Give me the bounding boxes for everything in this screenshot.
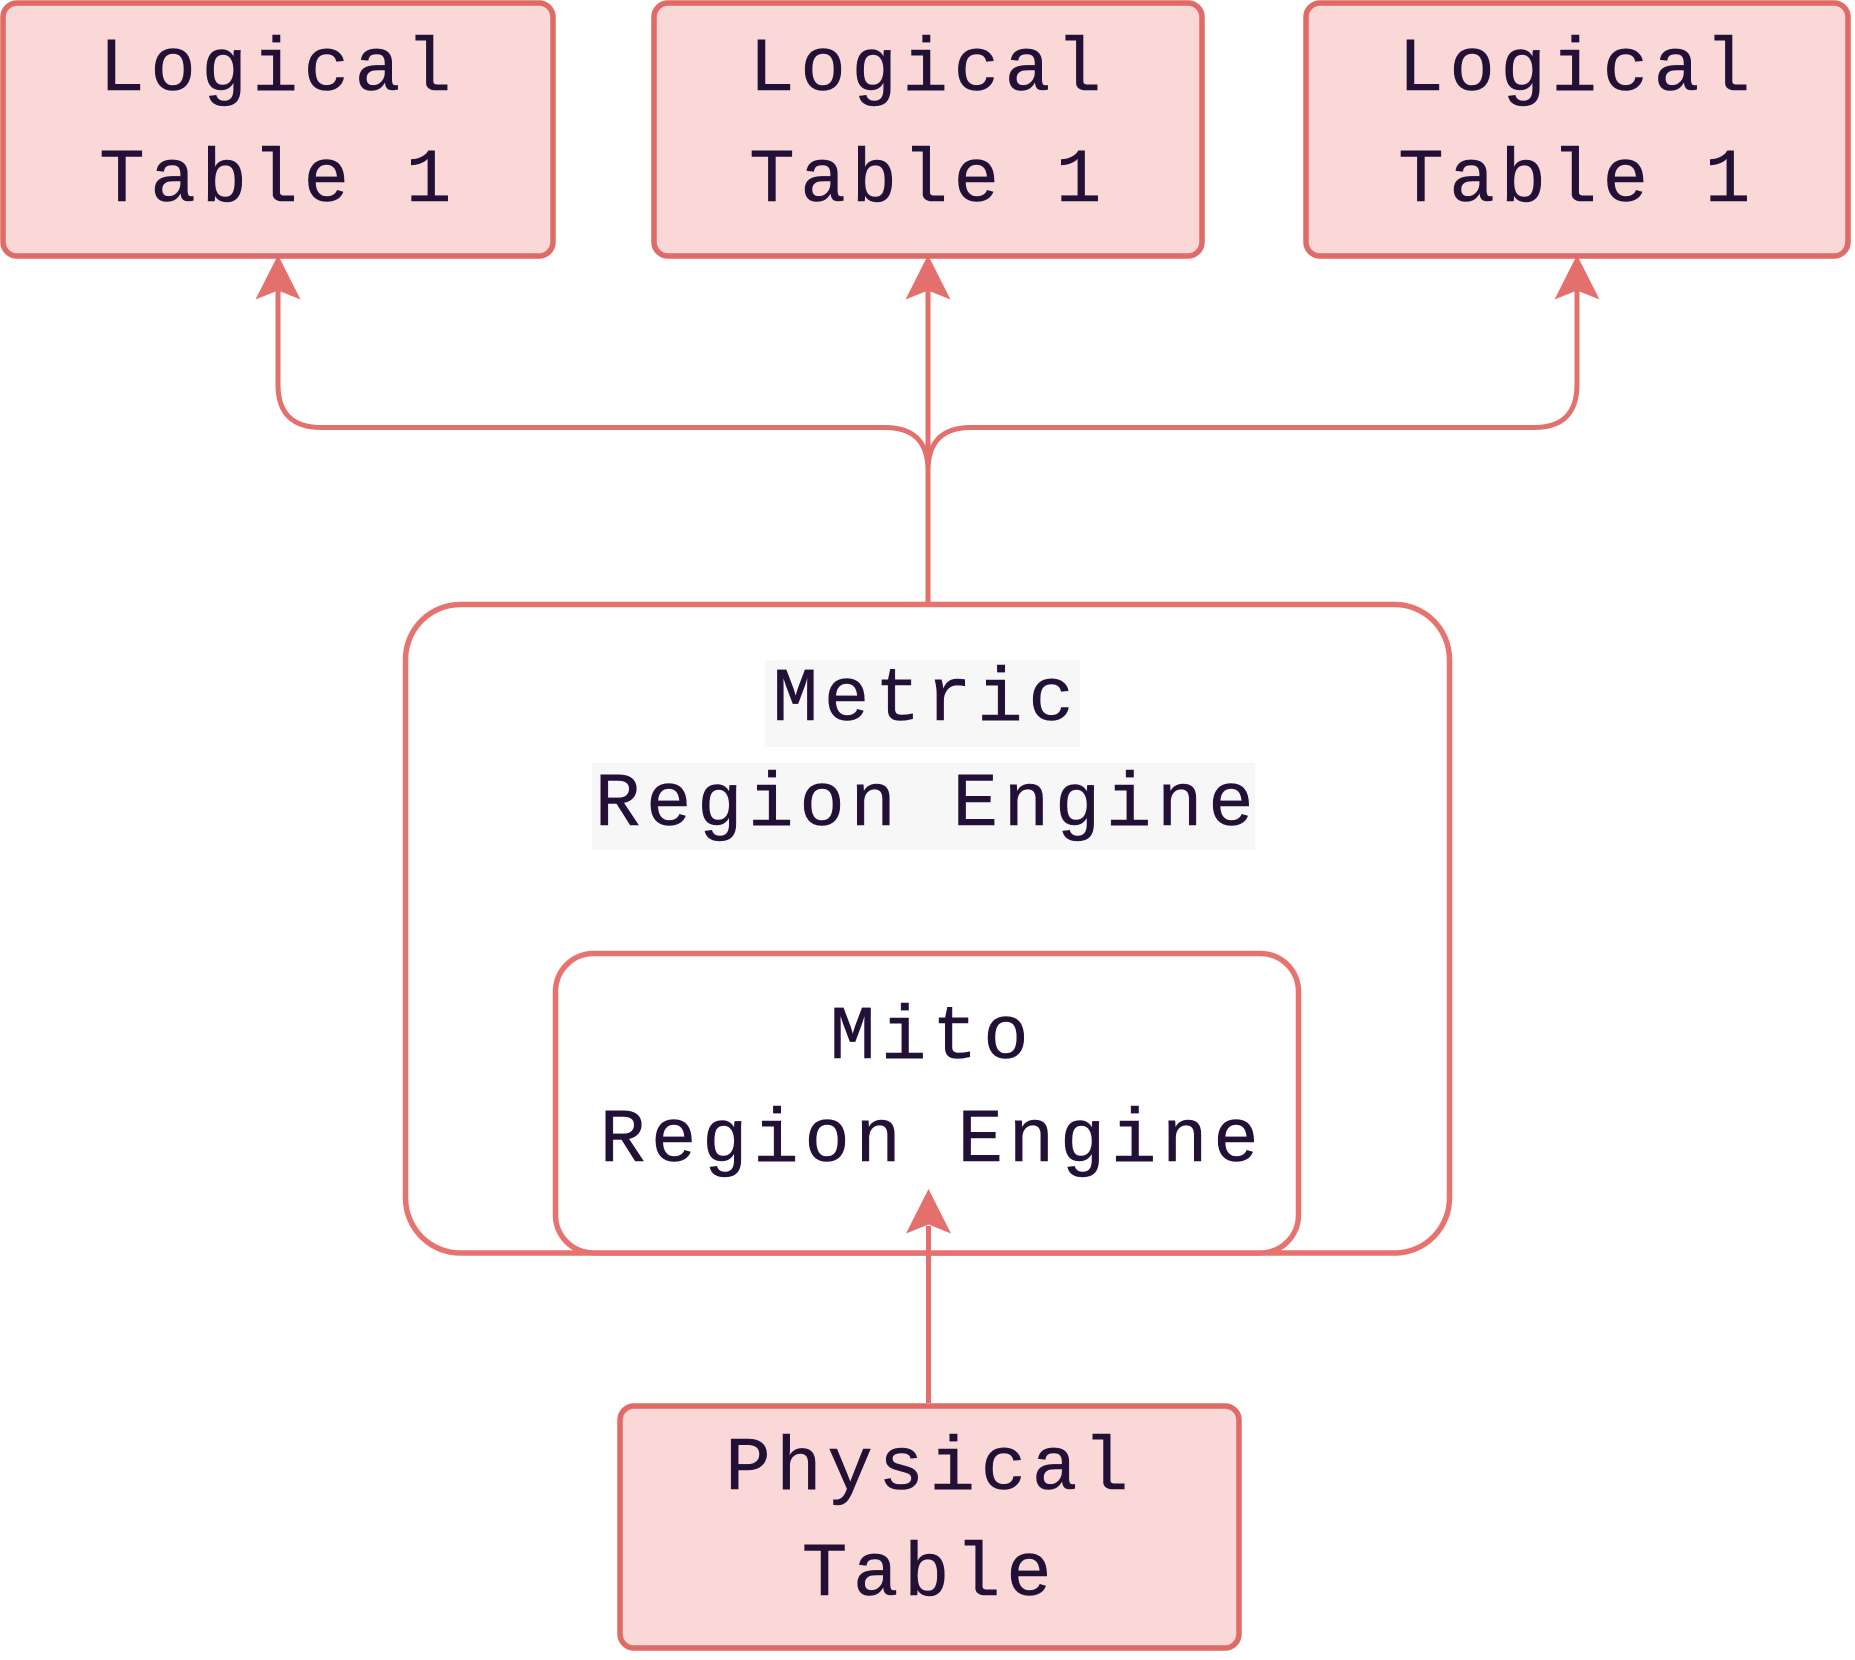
svg-text:Table 1: Table 1	[1398, 138, 1756, 224]
svg-text:Logical: Logical	[99, 27, 457, 113]
svg-text:Physical: Physical	[725, 1426, 1134, 1512]
svg-text:Metric: Metric	[773, 657, 1080, 743]
svg-text:Table 1: Table 1	[99, 138, 457, 224]
svg-text:Region Engine: Region Engine	[595, 762, 1259, 848]
svg-text:Region Engine: Region Engine	[600, 1098, 1264, 1184]
svg-text:Table 1: Table 1	[749, 138, 1107, 224]
svg-text:Logical: Logical	[749, 27, 1107, 113]
svg-text:Table: Table	[802, 1532, 1058, 1618]
svg-text:Logical: Logical	[1398, 27, 1756, 113]
svg-text:Mito: Mito	[830, 995, 1034, 1081]
